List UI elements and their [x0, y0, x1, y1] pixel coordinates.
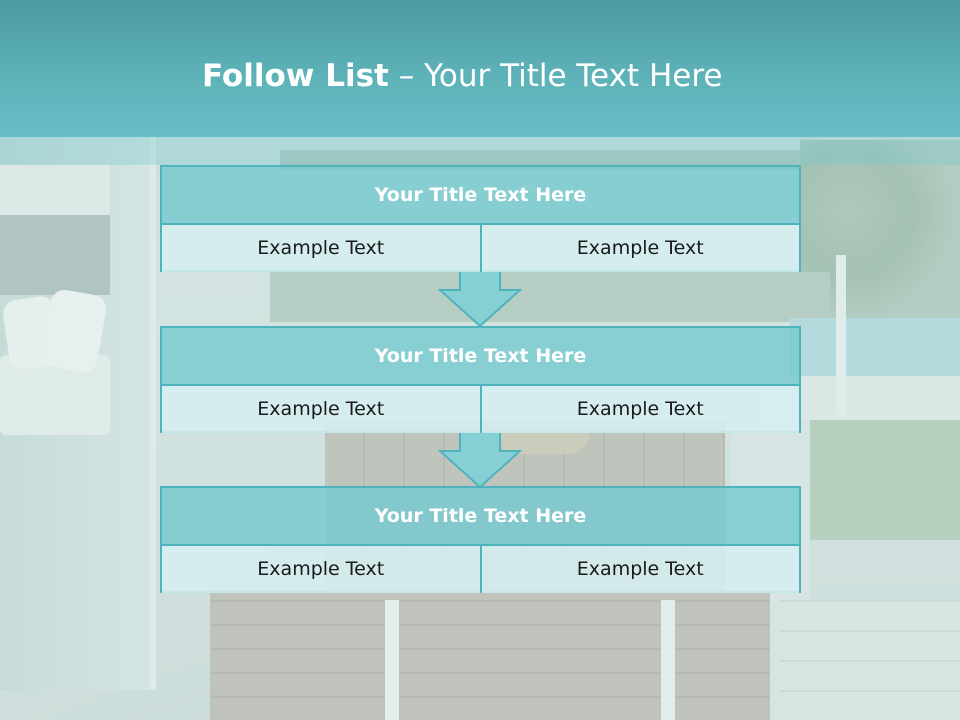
slide-title: Follow List – Your Title Text Here: [202, 56, 722, 96]
follow-step-2: Your Title Text Here Example Text Exampl…: [160, 326, 801, 433]
step-left-text: Example Text: [162, 386, 480, 433]
step-right-text: Example Text: [479, 546, 799, 593]
follow-step-3: Your Title Text Here Example Text Exampl…: [160, 486, 801, 593]
slide-title-bold: Follow List: [202, 58, 389, 94]
step-row: Example Text Example Text: [162, 225, 799, 272]
step-left-text: Example Text: [162, 225, 480, 272]
slide-title-rest: – Your Title Text Here: [388, 58, 723, 94]
follow-step-1: Your Title Text Here Example Text Exampl…: [160, 165, 801, 272]
header-strip: [0, 137, 960, 165]
step-row: Example Text Example Text: [162, 386, 799, 433]
step-right-text: Example Text: [479, 225, 799, 272]
step-right-text: Example Text: [479, 386, 799, 433]
step-title: Your Title Text Here: [162, 488, 799, 546]
step-row: Example Text Example Text: [162, 546, 799, 593]
header-band: [0, 0, 960, 137]
step-title: Your Title Text Here: [162, 328, 799, 386]
step-title: Your Title Text Here: [162, 167, 799, 225]
step-left-text: Example Text: [162, 546, 480, 593]
down-arrow-icon: [438, 270, 522, 328]
down-arrow-icon: [438, 431, 522, 489]
